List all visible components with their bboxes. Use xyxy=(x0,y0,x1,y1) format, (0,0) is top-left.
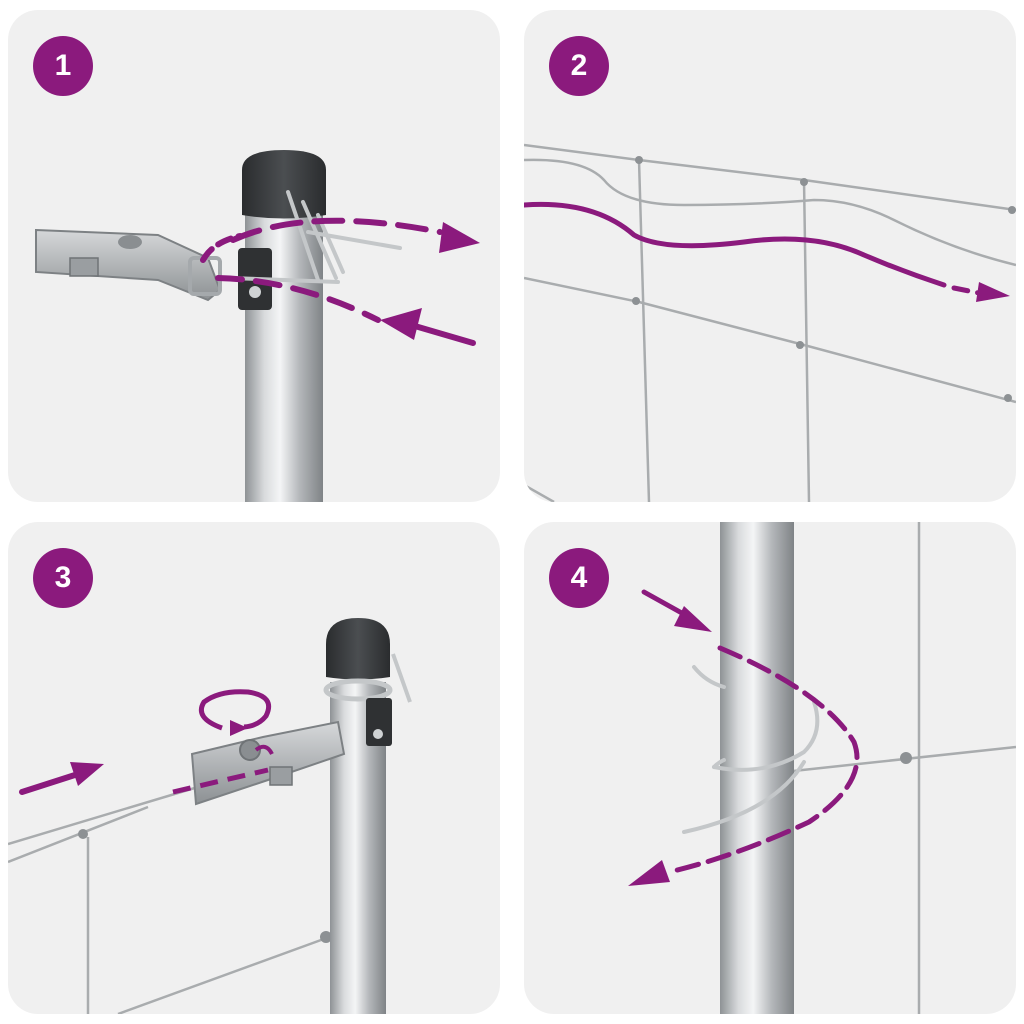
wrap-wire xyxy=(682,665,820,834)
wire-mesh xyxy=(783,522,1016,1014)
arrow-head-in xyxy=(674,606,712,632)
step-3-badge: 3 xyxy=(33,548,93,608)
step-4-badge: 4 xyxy=(549,548,609,608)
arrow-head-right xyxy=(976,282,1010,302)
clip-bolt xyxy=(249,286,261,298)
arrow-head-left xyxy=(380,308,422,340)
tie-wire xyxy=(323,678,393,702)
post-cap xyxy=(242,150,326,219)
hub-arrow xyxy=(254,744,274,755)
tensioner-hole xyxy=(118,235,142,249)
tensioner-nut xyxy=(69,257,99,277)
rotate-arrow-head xyxy=(230,720,248,736)
step-2-panel: 2 xyxy=(524,10,1016,502)
step-2-badge: 2 xyxy=(549,36,609,96)
direction-arrow-head xyxy=(70,762,104,786)
step-1-badge: 1 xyxy=(33,36,93,96)
tensioner-nut xyxy=(269,766,293,786)
wire-mesh xyxy=(524,143,1016,502)
tie-wires xyxy=(228,190,402,284)
step-1-illustration xyxy=(35,150,480,502)
step-4-panel: 4 xyxy=(524,522,1016,1014)
wire-path-arrow xyxy=(524,201,987,297)
step-3-illustration xyxy=(8,618,412,1014)
mesh-knot xyxy=(900,752,912,764)
wire-path-arrows xyxy=(200,217,476,346)
rotate-arrow xyxy=(198,689,272,731)
tensioner-hub xyxy=(239,739,261,761)
post-cap xyxy=(326,618,390,680)
direction-arrow xyxy=(19,771,81,795)
wire-tensioner xyxy=(190,720,346,806)
tie-wire-end xyxy=(391,653,412,703)
step-4-illustration xyxy=(628,522,1016,1014)
wire-path-dashed xyxy=(172,767,269,795)
step-1-panel: 1 xyxy=(8,10,500,502)
arrow-head-out xyxy=(628,860,670,886)
clip-bolt xyxy=(373,729,383,739)
mesh-knots xyxy=(78,829,332,943)
step-2-illustration xyxy=(524,143,1016,502)
step-3-panel: 3 xyxy=(8,522,500,1014)
post-clip xyxy=(366,698,392,746)
wire-mesh xyxy=(8,755,344,1014)
arrow-head-right xyxy=(439,222,480,253)
mesh-knots xyxy=(632,156,1016,402)
